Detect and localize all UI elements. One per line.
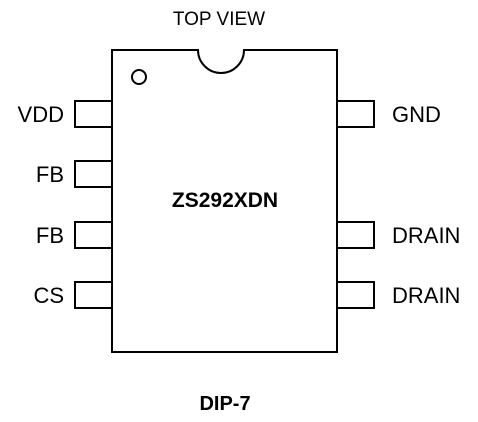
ic-body	[111, 49, 338, 353]
pin-label-gnd: GND	[392, 102, 441, 127]
pin-label-drain-2: DRAIN	[392, 283, 460, 308]
top-view-label: TOP VIEW	[173, 9, 265, 30]
pin-label-fb-2: FB	[36, 223, 64, 248]
pin-vdd	[74, 100, 113, 128]
pin-label-drain-1: DRAIN	[392, 223, 460, 248]
pin-label-cs: CS	[33, 283, 64, 308]
pin-label-vdd: VDD	[18, 102, 64, 127]
pin-fb-1	[74, 160, 113, 188]
pin-drain-2	[336, 281, 375, 309]
pin1-marker	[131, 69, 147, 85]
pin-gnd	[336, 100, 375, 128]
pin-fb-2	[74, 221, 113, 249]
package-label: DIP-7	[199, 393, 250, 415]
part-number-label: ZS292XDN	[172, 189, 278, 212]
pin-label-fb-1: FB	[36, 162, 64, 187]
pin-cs	[74, 281, 113, 309]
pin-drain-1	[336, 221, 375, 249]
